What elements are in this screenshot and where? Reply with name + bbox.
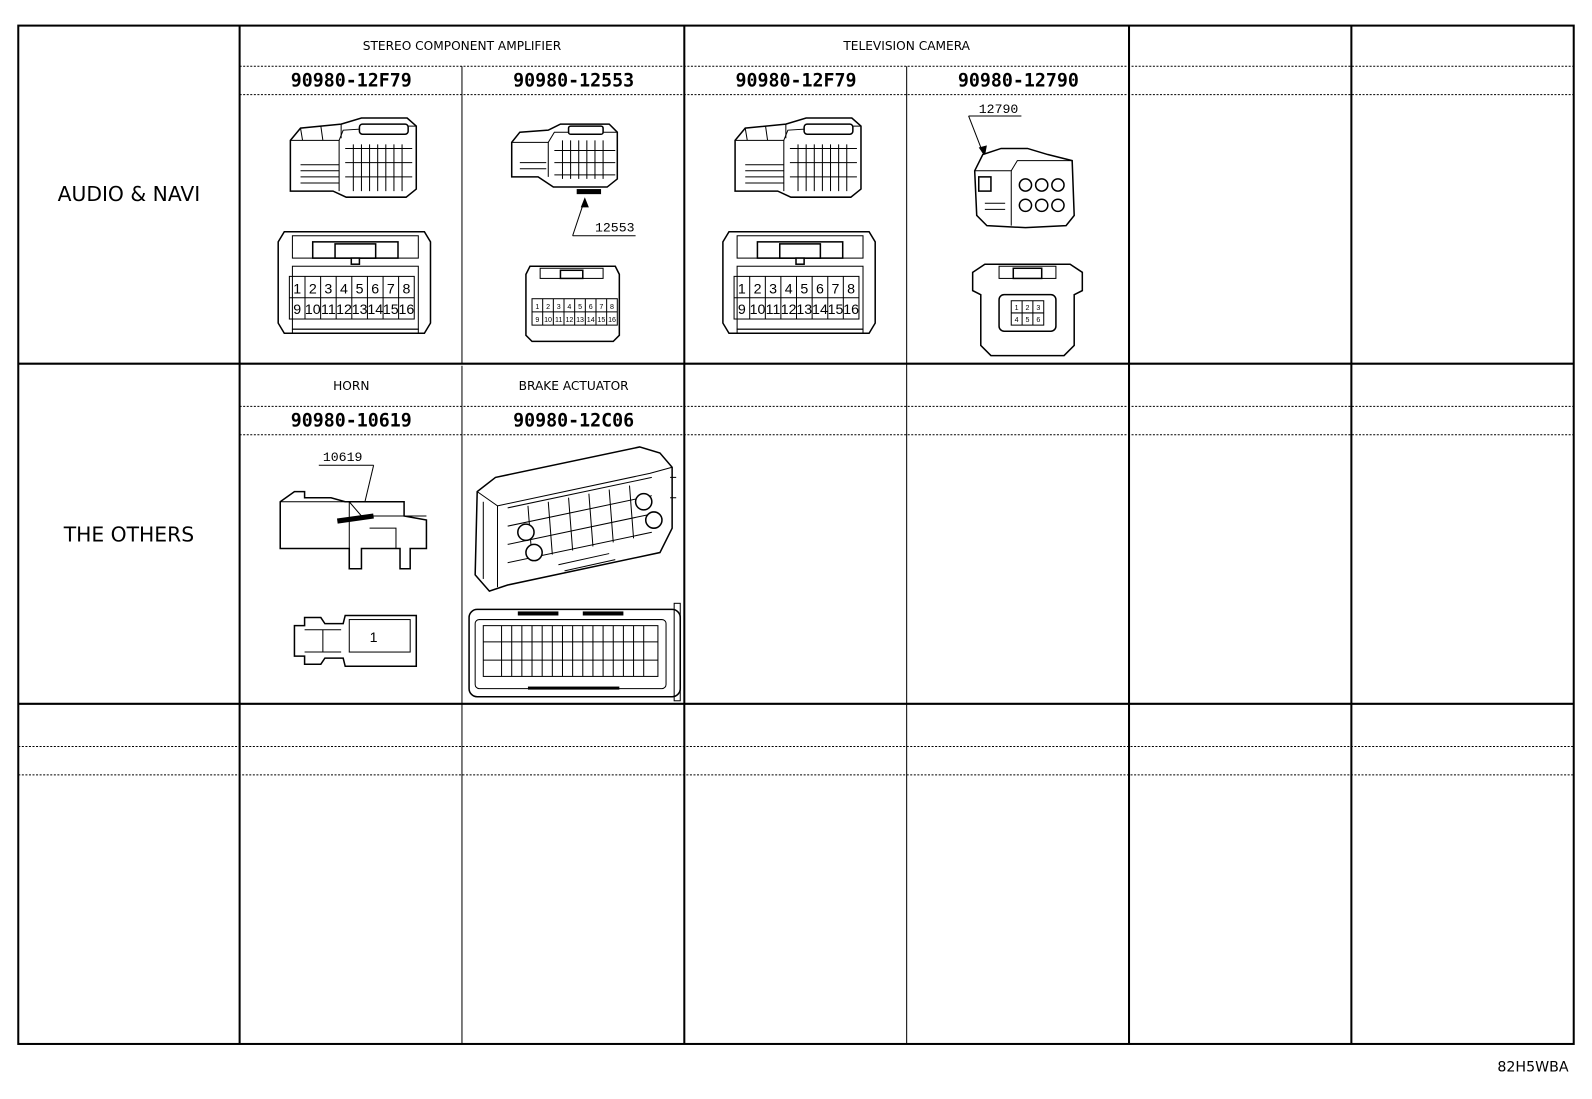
- table-grid: [17, 24, 1575, 1045]
- svg-text:4: 4: [567, 303, 571, 311]
- callout-label: 10619: [323, 450, 363, 465]
- svg-text:3: 3: [557, 303, 561, 311]
- svg-text:2: 2: [309, 282, 317, 298]
- svg-text:13: 13: [352, 302, 368, 318]
- svg-text:16: 16: [843, 302, 859, 318]
- svg-text:15: 15: [828, 302, 844, 318]
- svg-text:3: 3: [1036, 304, 1040, 312]
- part-number: 90980-12F79: [291, 71, 412, 92]
- svg-text:14: 14: [367, 302, 383, 318]
- connector-12f79-camera: [722, 117, 876, 335]
- connector-12790: 12790 1 2 3 4 5 6: [968, 102, 1084, 357]
- callout-label: 12790: [979, 102, 1019, 117]
- part-number: 90980-12C06: [513, 411, 634, 432]
- footer-code: 82H5WBA: [1497, 1059, 1569, 1075]
- svg-text:7: 7: [387, 282, 395, 298]
- svg-text:8: 8: [402, 282, 410, 298]
- svg-text:15: 15: [383, 302, 399, 318]
- pin-number: 1: [370, 630, 378, 646]
- svg-text:12: 12: [336, 302, 352, 318]
- svg-text:1: 1: [1015, 304, 1019, 312]
- group-header-horn: HORN: [333, 379, 369, 393]
- table-border: [17, 24, 1575, 1045]
- section-label-the-others: THE OTHERS: [63, 522, 194, 546]
- part-number: 90980-10619: [291, 411, 412, 432]
- svg-text:6: 6: [1036, 316, 1040, 324]
- svg-text:2: 2: [1026, 304, 1030, 312]
- svg-text:5: 5: [800, 282, 808, 298]
- svg-text:5: 5: [1026, 316, 1030, 324]
- pin-grid-16-stereo: 1 2 3 4 5 6 7 8 9 10 11 12 13 14 15 16: [288, 275, 415, 320]
- svg-text:6: 6: [589, 303, 593, 311]
- svg-text:13: 13: [796, 302, 812, 318]
- svg-text:9: 9: [738, 302, 746, 318]
- svg-text:4: 4: [340, 282, 348, 298]
- svg-text:3: 3: [324, 282, 332, 298]
- svg-text:6: 6: [816, 282, 824, 298]
- svg-text:9: 9: [535, 316, 539, 324]
- svg-text:15: 15: [597, 316, 605, 324]
- svg-text:6: 6: [371, 282, 379, 298]
- svg-text:12: 12: [565, 316, 573, 324]
- svg-text:16: 16: [608, 316, 616, 324]
- svg-text:3: 3: [769, 282, 777, 298]
- svg-text:11: 11: [321, 302, 336, 318]
- group-header-stereo-amp: STEREO COMPONENT AMPLIFIER: [363, 39, 562, 53]
- connector-12f79-stereo: [277, 117, 432, 335]
- svg-text:7: 7: [832, 282, 840, 298]
- svg-text:4: 4: [785, 282, 793, 298]
- connector-10619: 10619 1: [279, 450, 428, 668]
- svg-text:1: 1: [293, 282, 301, 298]
- svg-text:13: 13: [576, 316, 584, 324]
- group-header-brake-actuator: BRAKE ACTUATOR: [519, 379, 630, 393]
- part-number: 90980-12790: [958, 71, 1079, 92]
- svg-text:10: 10: [544, 316, 552, 324]
- svg-text:11: 11: [555, 316, 562, 324]
- svg-text:5: 5: [356, 282, 364, 298]
- svg-text:10: 10: [305, 302, 321, 318]
- part-number: 90980-12F79: [736, 71, 857, 92]
- svg-text:2: 2: [546, 303, 550, 311]
- connector-12c06: [468, 446, 682, 702]
- svg-text:2: 2: [754, 282, 762, 298]
- svg-text:16: 16: [399, 302, 415, 318]
- svg-text:8: 8: [610, 303, 614, 311]
- svg-text:4: 4: [1015, 316, 1019, 324]
- callout-label: 12553: [595, 221, 635, 236]
- svg-text:14: 14: [587, 316, 595, 324]
- svg-text:5: 5: [578, 303, 582, 311]
- svg-text:12: 12: [781, 302, 797, 318]
- svg-text:10: 10: [750, 302, 766, 318]
- svg-text:1: 1: [738, 282, 746, 298]
- svg-text:1: 1: [535, 303, 539, 311]
- svg-text:7: 7: [599, 303, 603, 311]
- part-number: 90980-12553: [513, 71, 634, 92]
- svg-text:8: 8: [847, 282, 855, 298]
- svg-text:11: 11: [766, 302, 781, 318]
- group-header-tv-camera: TELEVISION CAMERA: [842, 39, 970, 53]
- pin-grid-16-camera: 1 2 3 4 5 6 7 8 9 10 11 12 13 14 15 16: [733, 275, 860, 320]
- connector-12553: 12553 1 2 3 4 5 6 7 8 9 10 11 12 13 14 1…: [510, 123, 636, 343]
- svg-text:9: 9: [293, 302, 301, 318]
- svg-text:14: 14: [812, 302, 828, 318]
- section-label-audio-navi: AUDIO & NAVI: [58, 182, 201, 206]
